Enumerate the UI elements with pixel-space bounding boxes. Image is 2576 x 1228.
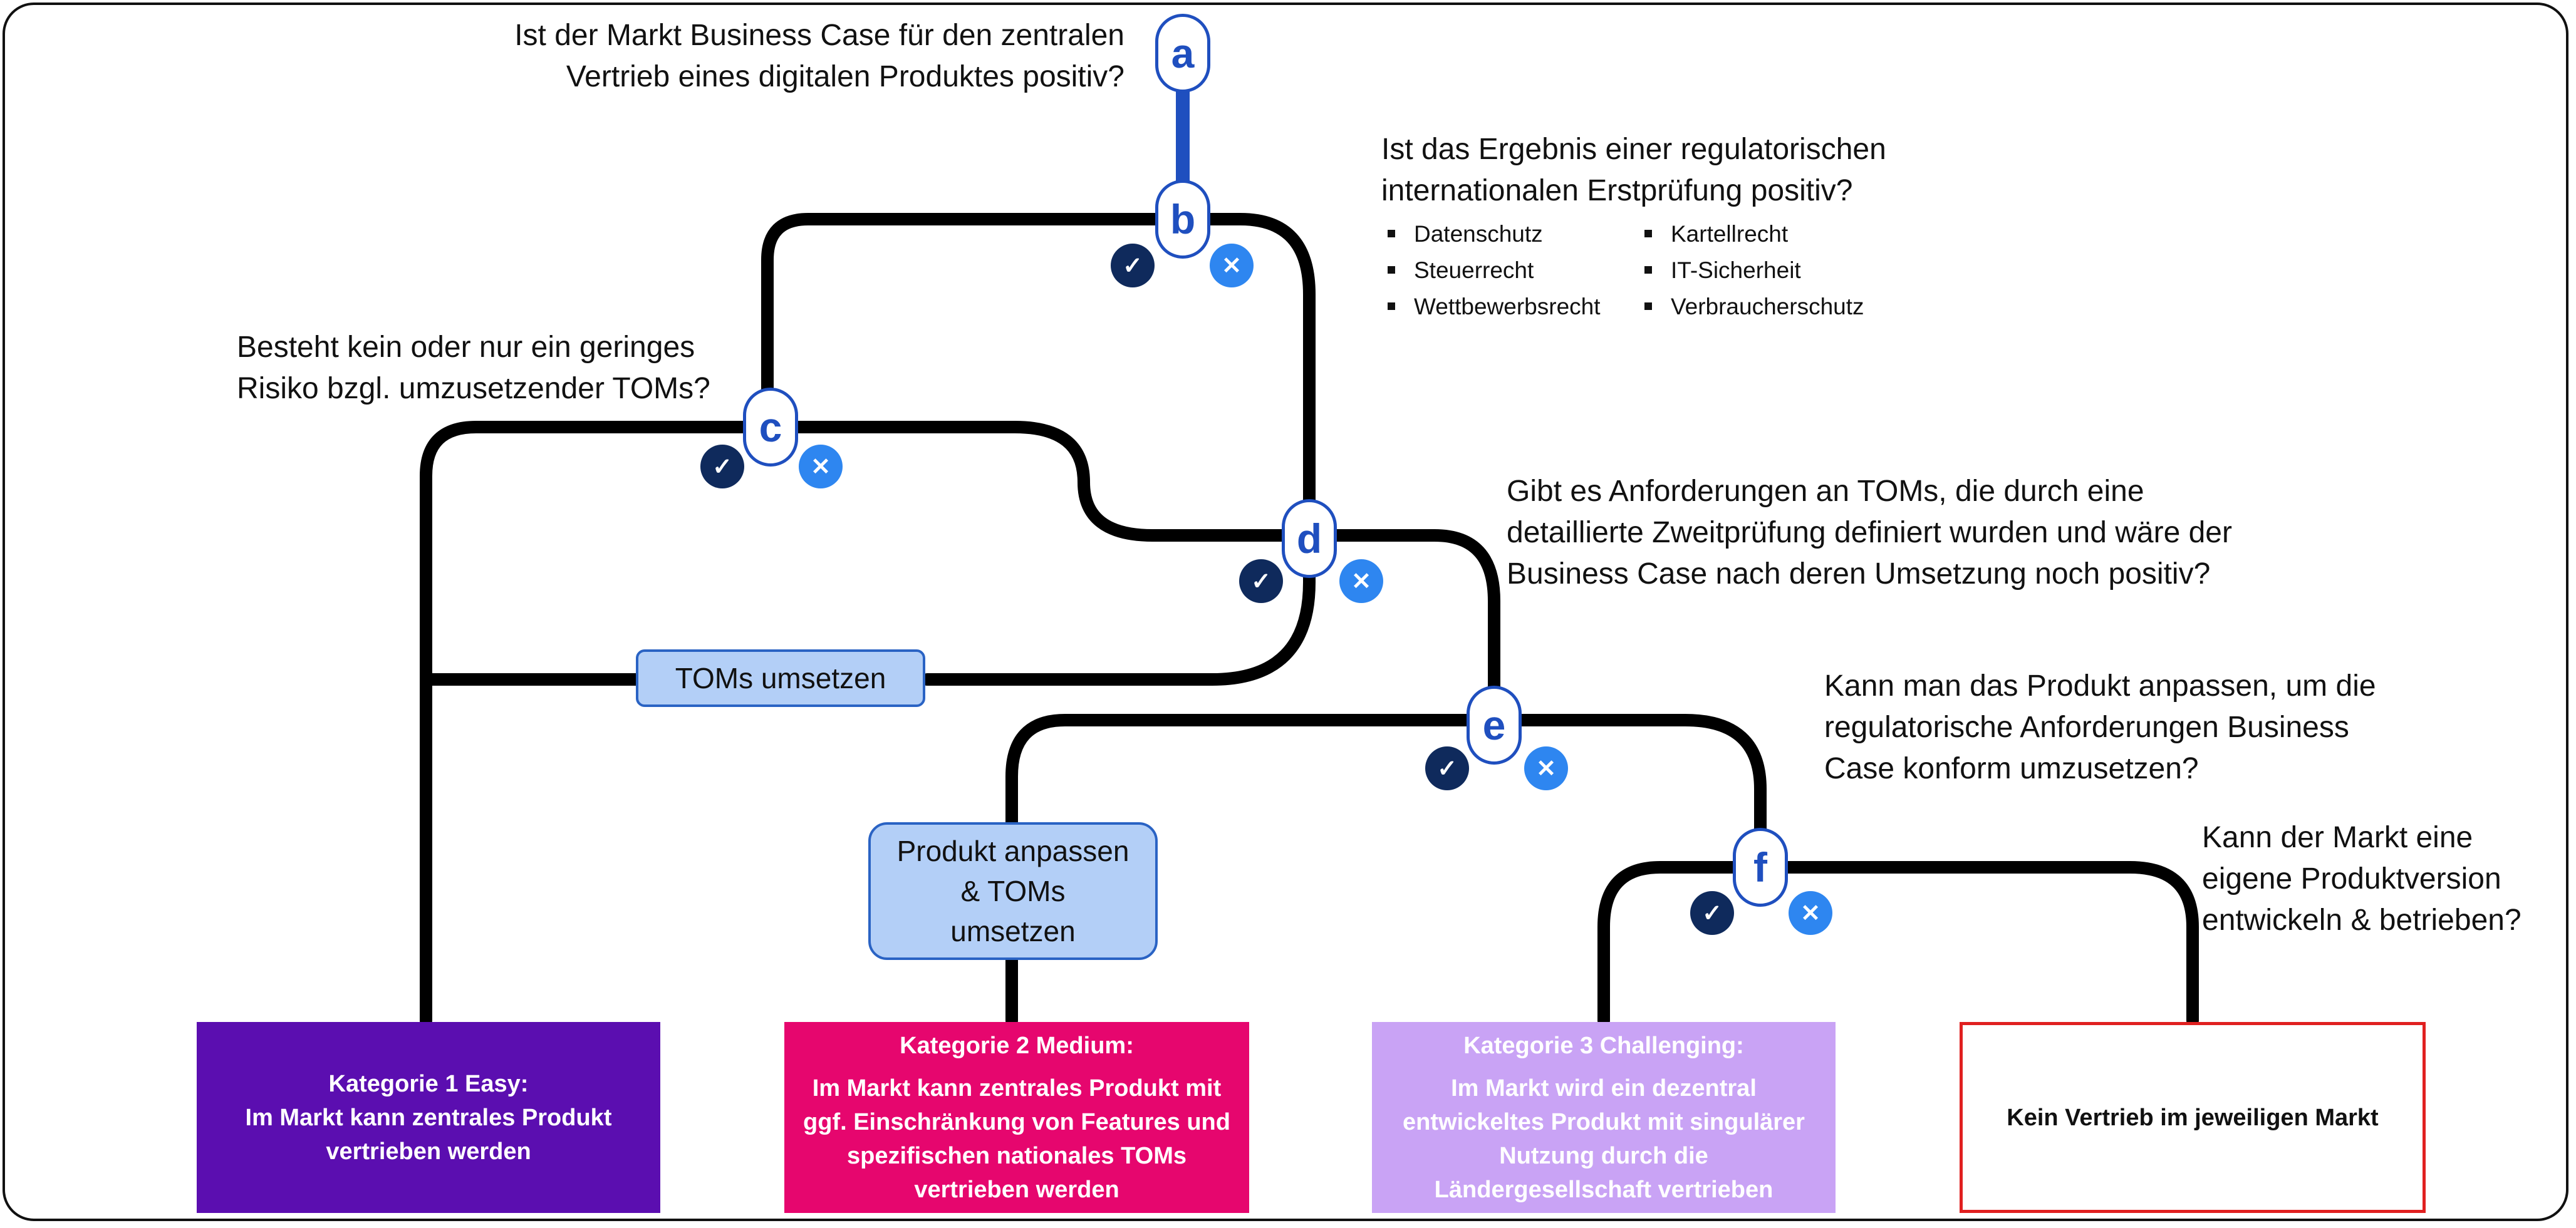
check-icon: ✓ bbox=[1425, 746, 1469, 790]
topic-item: Steuerrecht bbox=[1388, 252, 1638, 289]
line-d-no bbox=[1303, 529, 1500, 730]
category-3-text: Im Markt wird ein dezentral entwickeltes… bbox=[1403, 1075, 1805, 1203]
line-b-no bbox=[1176, 213, 1316, 545]
category-reject-box: Kein Vertrieb im jeweiligen Markt bbox=[1960, 1022, 2426, 1213]
node-b: b bbox=[1155, 180, 1210, 259]
cross-icon: ✕ bbox=[1524, 746, 1568, 790]
topic-item: IT-Sicherheit bbox=[1644, 252, 1926, 289]
category-2-box: Kategorie 2 Medium: Im Markt kann zentra… bbox=[784, 1022, 1249, 1213]
cross-icon: ✕ bbox=[799, 445, 843, 488]
question-e: Kann man das Produkt anpassen, um die re… bbox=[1824, 669, 2376, 785]
line-c-no bbox=[764, 421, 1316, 542]
question-d: Gibt es Anforderungen an TOMs, die durch… bbox=[1507, 475, 2232, 591]
category-3-title: Kategorie 3 Challenging: bbox=[1463, 1032, 1744, 1059]
diagram-frame bbox=[3, 3, 2568, 1221]
line-d-yes bbox=[921, 532, 1316, 686]
action-toms-umsetzen: TOMs umsetzen bbox=[636, 649, 925, 707]
category-1-text: Kategorie 1 Easy: Im Markt kann zentrale… bbox=[245, 1070, 612, 1165]
check-icon: ✓ bbox=[1690, 891, 1734, 935]
topic-item: Datenschutz bbox=[1388, 216, 1638, 252]
category-3-box: Kategorie 3 Challenging: Im Markt wird e… bbox=[1372, 1022, 1836, 1213]
topic-item: Kartellrecht bbox=[1644, 216, 1926, 252]
cross-icon: ✕ bbox=[1339, 559, 1383, 603]
category-2-title: Kategorie 2 Medium: bbox=[900, 1032, 1134, 1059]
node-a: a bbox=[1155, 14, 1210, 93]
question-f: Kann der Markt eine eigene Produktversio… bbox=[2202, 821, 2521, 937]
question-c: Besteht kein oder nur ein geringes Risik… bbox=[237, 331, 710, 405]
question-a: Ist der Markt Business Case für den zent… bbox=[514, 19, 1124, 93]
line-c-yes bbox=[420, 421, 777, 1027]
check-icon: ✓ bbox=[1239, 559, 1283, 603]
node-f: f bbox=[1733, 828, 1788, 907]
cross-icon: ✕ bbox=[1789, 891, 1832, 935]
category-1-box: Kategorie 1 Easy: Im Markt kann zentrale… bbox=[197, 1022, 660, 1213]
node-c: c bbox=[743, 388, 798, 467]
category-reject-text: Kein Vertrieb im jeweiligen Markt bbox=[2007, 1104, 2379, 1131]
check-icon: ✓ bbox=[700, 445, 744, 488]
node-d: d bbox=[1282, 499, 1337, 578]
action-produkt-anpassen: Produkt anpassen & TOMs umsetzen bbox=[868, 822, 1158, 960]
line-f-no bbox=[1754, 861, 2199, 1027]
topic-item: Wettbewerbsrecht bbox=[1388, 289, 1638, 325]
topic-list-left: Datenschutz Steuerrecht Wettbewerbsrecht bbox=[1388, 216, 1638, 325]
question-b: Ist das Ergebnis einer regulatorischen i… bbox=[1381, 133, 1886, 207]
node-e: e bbox=[1467, 686, 1522, 765]
topic-list-right: Kartellrecht IT-Sicherheit Verbrauchersc… bbox=[1644, 216, 1926, 325]
line-e-yes bbox=[1005, 714, 1500, 830]
category-2-text: Im Markt kann zentrales Produkt mit ggf.… bbox=[803, 1075, 1230, 1203]
check-icon: ✓ bbox=[1111, 244, 1155, 287]
cross-icon: ✕ bbox=[1210, 244, 1254, 287]
topic-item: Verbraucherschutz bbox=[1644, 289, 1926, 325]
line-e-no bbox=[1488, 714, 1767, 870]
line-f-yes bbox=[1597, 861, 1767, 1027]
line-b-yes bbox=[761, 213, 1189, 433]
